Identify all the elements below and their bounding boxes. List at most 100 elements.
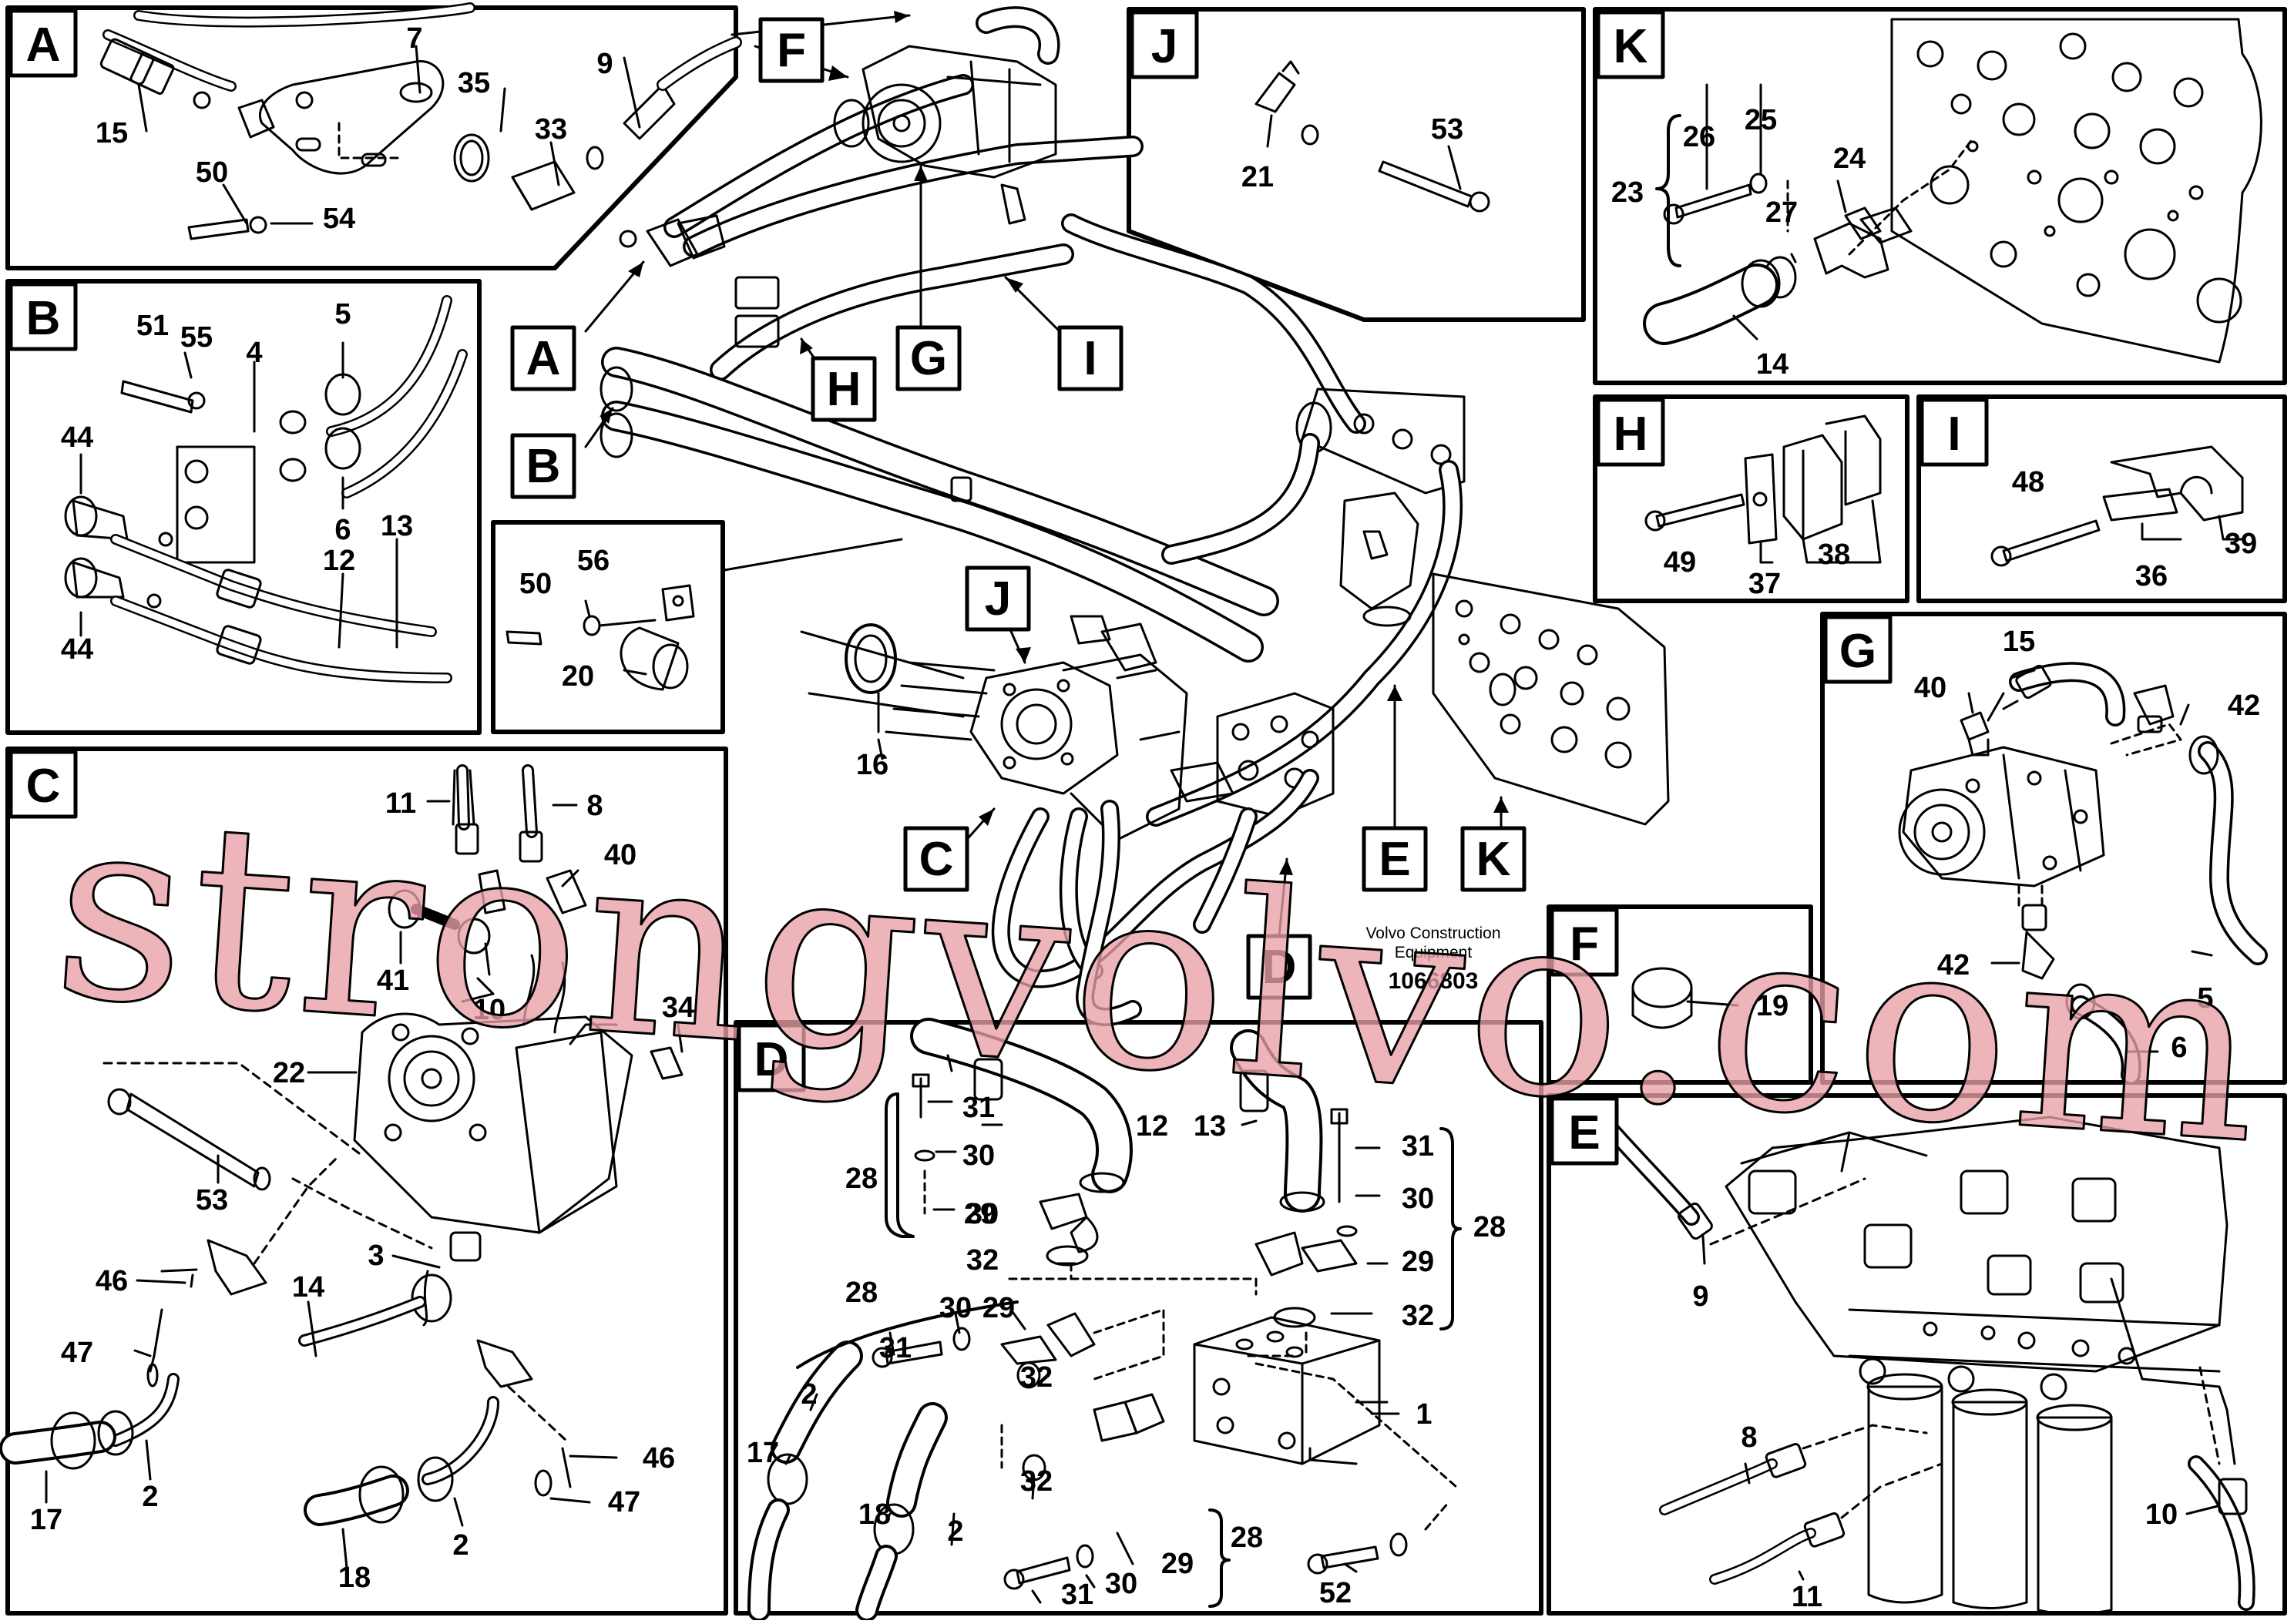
label-layer: A B C D E F G H I J K F A B G H (8, 8, 2260, 1613)
part-label: 47 (608, 1486, 640, 1518)
panel-i (1990, 445, 2244, 567)
panel-a-letter: A (26, 18, 61, 72)
callout-e-box (1362, 826, 1428, 892)
callout-g-letter: G (910, 332, 947, 385)
part-label: 17 (747, 1437, 779, 1469)
panel-e (1602, 1116, 2255, 1616)
panel-h-frame (1593, 394, 1909, 603)
callout-f-letter: F (777, 24, 806, 77)
panel-k-frame (1593, 7, 2287, 385)
part-label: 9 (596, 48, 613, 80)
panel-a-frame (5, 5, 738, 270)
part-label: 25 (1745, 104, 1777, 136)
part-label: 2 (452, 1529, 469, 1562)
part-label: 8 (586, 790, 603, 822)
part-label: 1 (1416, 1398, 1432, 1431)
part-label: 23 (1611, 176, 1644, 209)
panel-c-letter-box (8, 750, 78, 819)
part-label: 14 (292, 1271, 324, 1304)
callout-e-letter: E (1379, 833, 1410, 886)
part-label: 42 (1937, 949, 1970, 981)
part-label: 44 (61, 633, 93, 666)
part-label: 33 (535, 113, 567, 146)
panel-k-letter: K (1614, 20, 1648, 73)
part-label: 28 (845, 1163, 878, 1195)
part-label: 36 (2135, 560, 2168, 592)
part-label: 5 (334, 298, 351, 331)
panel-b (64, 295, 468, 683)
panel-b-letter-box (8, 282, 78, 351)
part-label: 19 (1756, 990, 1789, 1022)
part-label: 6 (334, 514, 351, 546)
panel-g (1898, 662, 2268, 1085)
part-label: 54 (323, 203, 355, 235)
part-label: 38 (1818, 539, 1850, 571)
part-label: 46 (643, 1442, 675, 1475)
part-label: 30 (1105, 1568, 1137, 1600)
panel-i-letter: I (1947, 408, 1960, 461)
part-label: 16 (856, 749, 888, 781)
panel-c-letter: C (26, 760, 61, 813)
panel-f-frame (1547, 904, 1813, 1085)
part-label: 39 (2225, 528, 2257, 560)
part-label: 37 (1748, 568, 1781, 600)
part-label: 32 (1020, 1361, 1053, 1394)
panel-k-letter-box (1596, 10, 1665, 79)
callout-b-box (510, 433, 576, 499)
part-label: 28 (1473, 1211, 1506, 1243)
part-label: 12 (1136, 1110, 1168, 1143)
part-label: 42 (2228, 690, 2260, 722)
part-label: 3 (368, 1240, 384, 1272)
part-label: 30 (962, 1139, 995, 1172)
arrow-heads (600, 11, 1509, 875)
part-label: 9 (1692, 1280, 1708, 1313)
part-label: 46 (96, 1265, 128, 1297)
part-label: 20 (562, 660, 594, 693)
part-label: 10 (2145, 1498, 2178, 1531)
part-label: 35 (458, 67, 490, 99)
part-label: 32 (1402, 1300, 1434, 1332)
part-label: 17 (30, 1504, 62, 1536)
part-label: 30 (966, 1198, 999, 1230)
panel-e-frame (1547, 1093, 2287, 1616)
part-label: 50 (196, 156, 228, 189)
part-label: 55 (180, 321, 213, 354)
part-label: 44 (61, 421, 93, 454)
part-label: 4 (246, 337, 262, 369)
panel-g-frame (1820, 612, 2287, 1085)
panel-i-frame (1916, 394, 2287, 603)
part-label: 31 (1061, 1579, 1093, 1611)
part-label: 48 (2012, 466, 2044, 498)
panel-frames (5, 5, 2287, 1616)
part-label: 30 (1402, 1183, 1434, 1215)
part-label: 30 (939, 1292, 972, 1324)
part-label: 49 (1664, 546, 1696, 579)
part-label: 2 (801, 1378, 817, 1411)
part-label: 28 (845, 1277, 878, 1309)
part-label: 21 (1241, 161, 1274, 193)
panel-d-frame (734, 1020, 1543, 1616)
part-label: 53 (196, 1184, 228, 1216)
part-label: 47 (61, 1337, 93, 1369)
panel-d-letter: D (754, 1033, 789, 1086)
panel-b-frame (5, 279, 482, 735)
caption-line-2: Equipment (1395, 944, 1473, 961)
panel-j (1254, 60, 1490, 213)
part-label: 10 (473, 994, 505, 1026)
panel-f-letter: F (1570, 918, 1599, 971)
part-label: 29 (964, 1198, 996, 1230)
part-label: 18 (858, 1498, 891, 1531)
callout-k-box (1460, 826, 1527, 892)
part-label: 53 (1431, 113, 1463, 146)
callout-b-letter: B (526, 440, 561, 493)
panel-f-letter-box (1550, 908, 1619, 977)
callout-c-box (903, 826, 969, 892)
callout-f-box (758, 17, 825, 83)
part-label: 32 (966, 1244, 999, 1277)
part-label: 12 (323, 545, 355, 577)
callout-a-box (510, 325, 576, 391)
part-label: 51 (136, 310, 169, 342)
panel-i-letter-box (1920, 398, 1989, 467)
panel-h-letter-box (1596, 398, 1665, 467)
panel-k (1643, 18, 2262, 364)
